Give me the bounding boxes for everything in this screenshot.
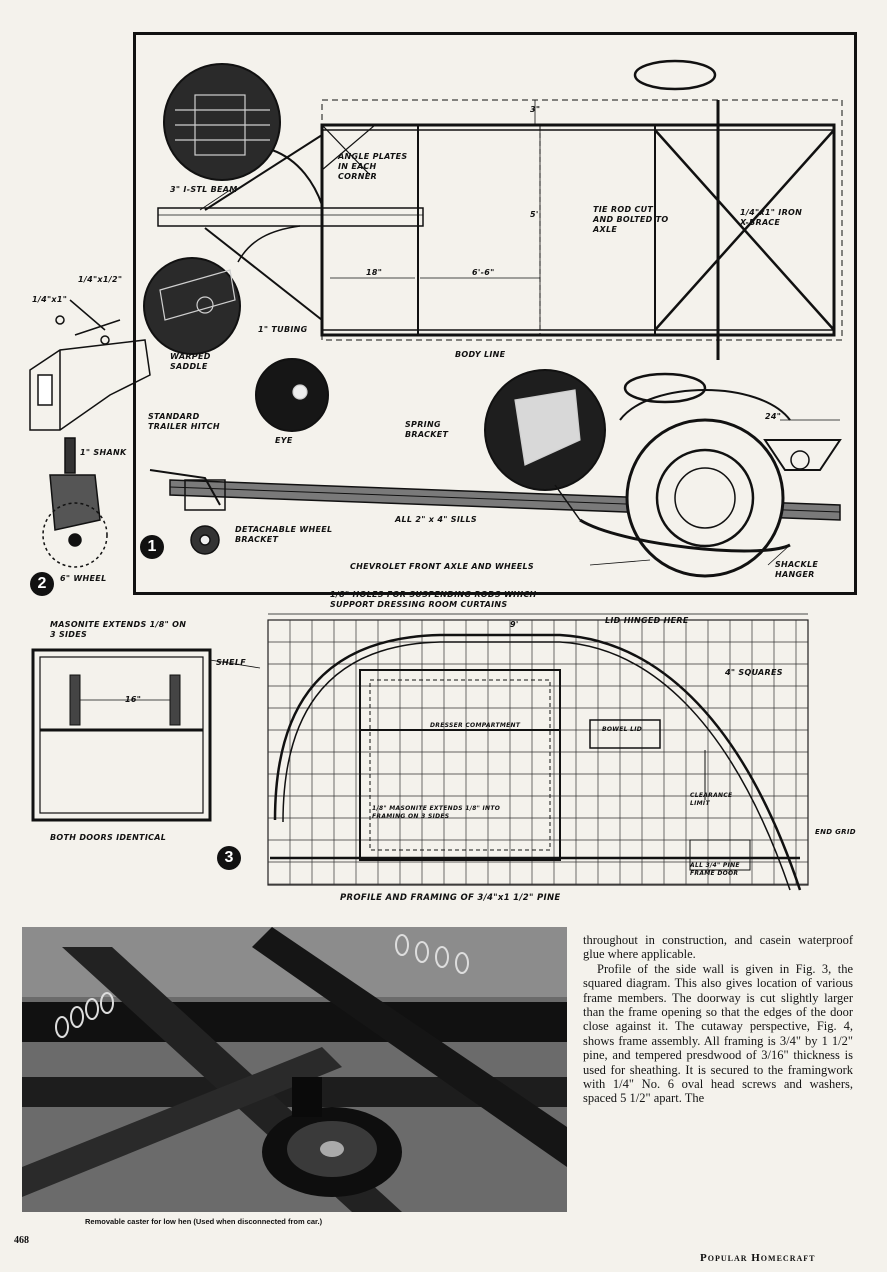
label-shackle: SHACKLE HANGER xyxy=(775,560,819,579)
label-warped-saddle: WARPED SADDLE xyxy=(170,352,211,371)
label-dim-6-6: 6'-6" xyxy=(472,268,495,277)
caster-photo-image xyxy=(22,927,567,1212)
figure-2-number: 2 xyxy=(30,572,54,596)
label-standard-hitch: STANDARD TRAILER HITCH xyxy=(148,412,220,431)
page-number: 468 xyxy=(14,1235,29,1246)
label-profile-caption: PROFILE AND FRAMING OF 3/4"x1 1/2" PINE xyxy=(340,893,561,903)
label-steel-beam: 3" I-STL BEAM xyxy=(170,185,238,194)
label-masonite-panel: 1/8" MASONITE EXTENDS 1/8" INTO FRAMING … xyxy=(372,805,501,820)
label-angle-plates: ANGLE PLATES IN EACH CORNER xyxy=(338,152,408,181)
label-bolt-2: 1/4"x1" xyxy=(32,295,68,304)
photo-caption: Removable caster for low hen (Used when … xyxy=(85,1217,323,1226)
label-tie-rod: TIE ROD CUT AND BOLTED TO AXLE xyxy=(593,205,669,234)
label-dim-24: 24" xyxy=(765,412,782,421)
label-bolt-1: 1/4"x1/2" xyxy=(78,275,123,284)
label-holes: 1/8" HOLES FOR SUSPENDING RODS WHICH SUP… xyxy=(330,590,537,609)
label-dresser-compartment: DRESSER COMPARTMENT xyxy=(430,722,521,729)
label-dim-16: 16" xyxy=(125,695,142,704)
caster-photo xyxy=(22,927,567,1212)
label-end-grid: END GRID xyxy=(815,828,856,836)
figure-1-drawing xyxy=(29,59,843,578)
figure-3-drawing xyxy=(31,613,809,891)
label-squares: 4" SQUARES xyxy=(725,668,783,677)
label-dim-9: 9' xyxy=(510,620,519,629)
label-iron-brace: 1/4"x1" IRON X-BRACE xyxy=(740,208,803,227)
article-paragraph-1: throughout in construction, and casein w… xyxy=(583,933,853,962)
label-doors-identical: BOTH DOORS IDENTICAL xyxy=(50,833,167,842)
label-front-axle: CHEVROLET FRONT AXLE AND WHEELS xyxy=(350,562,534,571)
label-detachable-bracket: DETACHABLE WHEEL BRACKET xyxy=(235,525,333,544)
article-column: throughout in construction, and casein w… xyxy=(583,933,853,1106)
label-6-wheel: 6" WHEEL xyxy=(60,574,107,583)
label-all-pine: ALL 3/4" PINE FRAME DOOR xyxy=(690,862,740,877)
running-footer: Popular Homecraft xyxy=(700,1252,816,1264)
figure-1-frame xyxy=(133,32,857,595)
label-shank: 1" SHANK xyxy=(80,448,127,457)
label-masonite: MASONITE EXTENDS 1/8" ON 3 SIDES xyxy=(50,620,187,639)
label-dim-18: 18" xyxy=(366,268,383,277)
label-lid-hinged: LID HINGED HERE xyxy=(605,616,689,625)
label-body-line: BODY LINE xyxy=(455,350,506,359)
article-paragraph-2: Profile of the side wall is given in Fig… xyxy=(583,961,853,1106)
figure-3-number: 3 xyxy=(217,846,241,870)
label-eye: EYE xyxy=(275,436,293,445)
label-bowel-lid: BOWEL LID xyxy=(602,726,643,733)
label-dim-3: 3" xyxy=(530,105,541,114)
label-spring-bracket: SPRING BRACKET xyxy=(405,420,449,439)
label-sills: ALL 2" x 4" SILLS xyxy=(395,515,477,524)
label-clearance: CLEARANCE LIMIT xyxy=(690,792,733,807)
label-tubing: 1" TUBING xyxy=(258,325,308,334)
figure-1-number: 1 xyxy=(140,535,164,559)
label-dim-5: 5' xyxy=(530,210,539,219)
label-shelf: SHELF xyxy=(216,658,246,667)
